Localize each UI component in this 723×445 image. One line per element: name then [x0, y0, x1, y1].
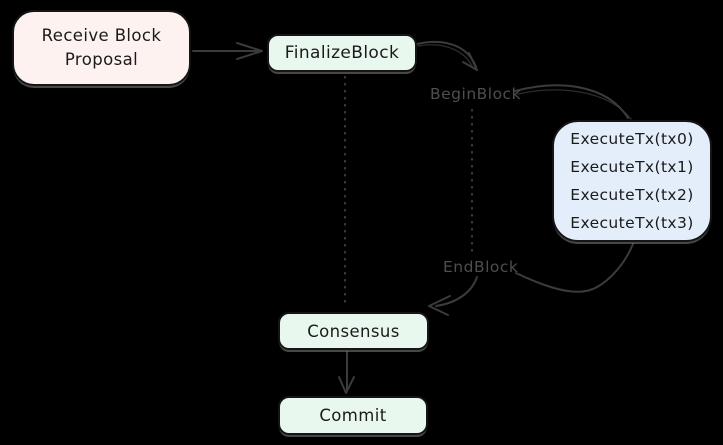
executetx-line: ExecuteTx(tx2) [570, 186, 694, 204]
arrow-receive-to-finalizeblock [192, 42, 263, 60]
executetx-line: ExecuteTx(tx0) [570, 130, 694, 148]
curve-beginblock-to-executetx [514, 84, 632, 120]
edge-label-endblock: EndBlock [443, 258, 519, 276]
curve-executetx-to-endblock [515, 243, 634, 293]
arrow-consensus-to-commit [338, 351, 355, 394]
node-consensus: Consensus [278, 312, 429, 350]
arrow-finalizeblock-to-beginblock [416, 40, 478, 71]
arrow-endblock-to-consensus [428, 276, 478, 316]
node-receive-block-proposal: Receive Block Proposal [12, 10, 191, 86]
node-finalizeblock: FinalizeBlock [267, 34, 417, 72]
node-executetx-group: ExecuteTx(tx0) ExecuteTx(tx1) ExecuteTx(… [552, 120, 712, 242]
node-label: Consensus [307, 321, 400, 341]
node-label: FinalizeBlock [284, 43, 400, 63]
node-label: Commit [319, 406, 387, 425]
executetx-line: ExecuteTx(tx1) [570, 158, 694, 176]
edge-label-beginblock: BeginBlock [430, 85, 522, 103]
node-label: Receive Block [41, 26, 162, 45]
node-commit: Commit [278, 396, 428, 435]
node-label: Proposal [64, 50, 139, 69]
executetx-line: ExecuteTx(tx3) [570, 214, 694, 232]
